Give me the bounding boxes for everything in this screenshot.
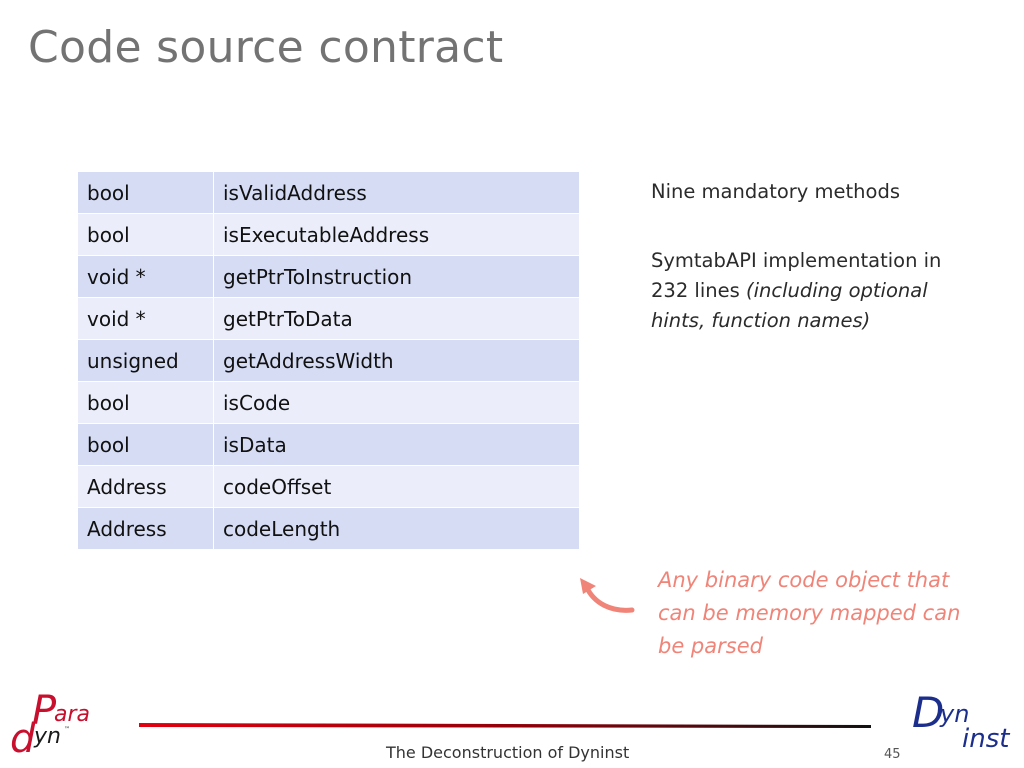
method-type: Address [77,507,214,550]
table-row: bool isExecutableAddress [77,213,580,256]
method-type: Address [77,465,214,508]
dyninst-logo-yn: yn [940,700,970,728]
paradyn-logo-yn: yn [34,724,61,749]
implementation-note-text: SymtabAPI implementation in 232 lines [651,249,942,302]
table-row: bool isData [77,423,580,466]
mandatory-methods-note: Nine mandatory methods [651,180,900,203]
paradyn-logo-ara: ara [54,702,91,727]
method-name: isCode [213,381,580,424]
method-name: isExecutableAddress [213,213,580,256]
methods-table: bool isValidAddress bool isExecutableAdd… [77,171,580,550]
table-row: void * getPtrToData [77,297,580,340]
method-type: unsigned [77,339,214,382]
method-type: void * [77,255,214,298]
paradyn-logo-d: d [10,716,36,762]
implementation-note-italic: (including optional hints, function name… [651,279,928,332]
method-type: bool [77,213,214,256]
method-type: void * [77,297,214,340]
footer-text: The Deconstruction of Dyninst [386,743,630,762]
paradyn-logo-tm: ™ [64,726,70,733]
table-row: void * getPtrToInstruction [77,255,580,298]
curved-arrow-icon [580,578,635,613]
method-type: bool [77,423,214,466]
method-name: getPtrToData [213,297,580,340]
callout-text: Any binary code object that can be memor… [658,568,961,658]
method-name: getAddressWidth [213,339,580,382]
table-row: bool isCode [77,381,580,424]
method-name: codeLength [213,507,580,550]
implementation-note: SymtabAPI implementation in 232 lines (i… [651,246,971,336]
table-row: Address codeOffset [77,465,580,508]
table-row: bool isValidAddress [77,171,580,214]
method-name: getPtrToInstruction [213,255,580,298]
table-row: Address codeLength [77,507,580,550]
method-name: isData [213,423,580,466]
footer-divider [139,723,871,728]
method-type: bool [77,381,214,424]
page-number: 45 [884,747,901,762]
paradyn-logo-P: P [32,688,57,734]
method-type: bool [77,171,214,214]
table-row: unsigned getAddressWidth [77,339,580,382]
method-name: isValidAddress [213,171,580,214]
method-name: codeOffset [213,465,580,508]
dyninst-logo: D yn inst [910,688,1022,766]
dyninst-logo-inst: inst [962,724,1010,754]
paradyn-logo: P ara d yn ™ [8,688,118,762]
slide-title: Code source contract [28,22,504,73]
dyninst-logo-D: D [912,688,945,737]
